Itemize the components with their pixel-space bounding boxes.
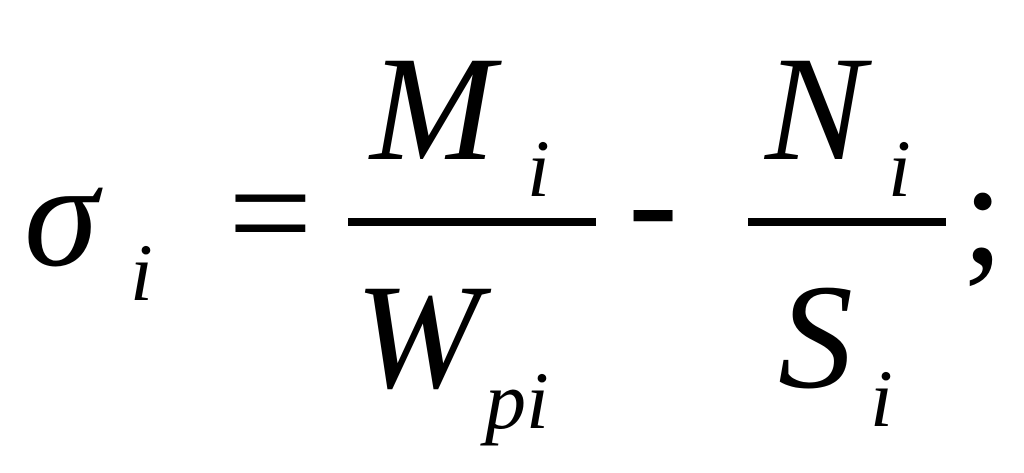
equals-sign: = (228, 130, 313, 296)
numerator-n-subscript: i (888, 123, 911, 214)
semicolon: ; (962, 130, 1004, 296)
denominator-w-subscript: pi (485, 355, 549, 446)
fraction-bar-2 (748, 218, 946, 226)
denominator-s-symbol: S (778, 254, 853, 420)
sigma-symbol: σ (24, 132, 98, 298)
numerator-n-symbol: N (765, 26, 866, 192)
numerator-m-subscript: i (527, 123, 550, 214)
fraction-bar-1 (348, 218, 596, 226)
sigma-subscript: i (130, 227, 153, 318)
denominator-w-symbol: W (355, 254, 480, 420)
numerator-m-symbol: M (370, 26, 495, 192)
minus-sign: - (628, 118, 678, 284)
denominator-s-subscript: i (870, 353, 893, 444)
